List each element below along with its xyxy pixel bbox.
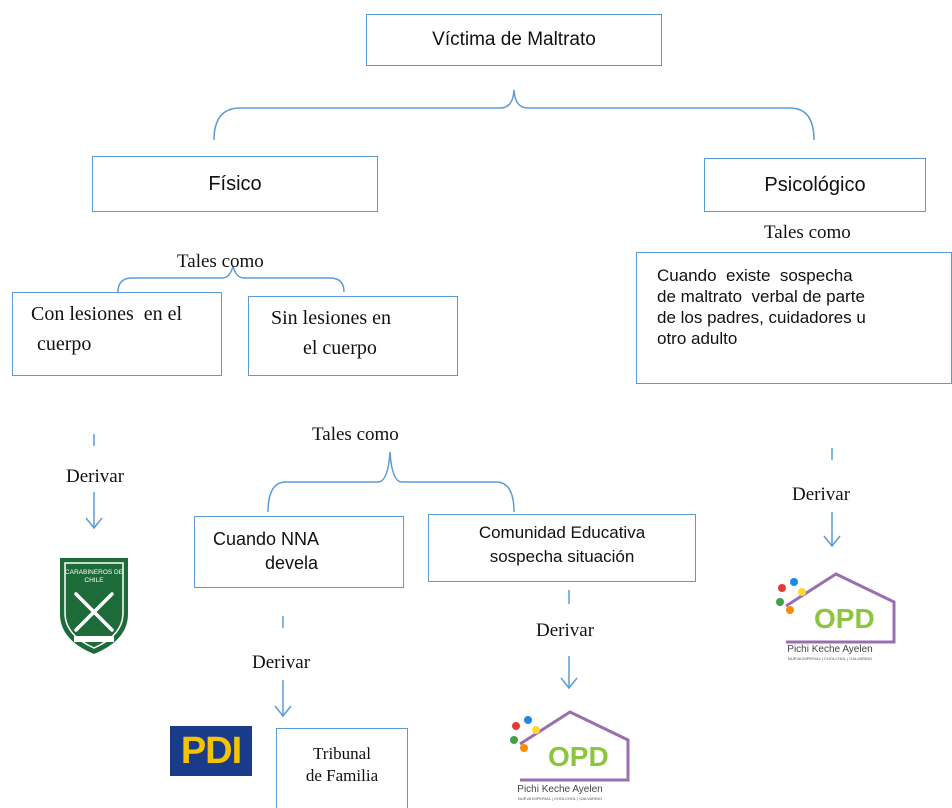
derivar-left-label: Derivar bbox=[66, 466, 125, 487]
psicologico-label: Psicológico bbox=[764, 173, 866, 196]
psico-desc-line-2: de maltrato verbal de parte bbox=[657, 287, 865, 306]
svg-text:Pichi Keche Ayelen: Pichi Keche Ayelen bbox=[787, 644, 872, 655]
psico-desc-line-3: de los padres, cuidadores u bbox=[657, 308, 866, 327]
psicologico-tales-como: Tales como bbox=[764, 222, 851, 243]
svg-text:NUEVA IMPERIAL | CHOLCHOL | GA: NUEVA IMPERIAL | CHOLCHOL | GALVARINO bbox=[518, 796, 602, 801]
pdi-logo: PDI bbox=[170, 726, 252, 776]
psico-desc-line-1: Cuando existe sospecha bbox=[657, 266, 853, 285]
carabineros-logo: CARABINEROS DE CHILE bbox=[60, 558, 128, 654]
svg-text:OPD: OPD bbox=[814, 603, 875, 634]
fisico-label: Físico bbox=[208, 172, 262, 195]
tribunal-line-1: Tribunal bbox=[313, 744, 371, 763]
root-node: Víctima de Maltrato bbox=[366, 14, 662, 66]
sin-lesiones-line-1: Sin lesiones en bbox=[271, 307, 391, 329]
con-lesiones-line-2: cuerpo bbox=[37, 333, 92, 355]
middle-tales-como: Tales como bbox=[312, 424, 399, 445]
svg-text:NUEVA IMPERIAL | CHOLCHOL | GA: NUEVA IMPERIAL | CHOLCHOL | GALVARINO bbox=[788, 656, 872, 661]
pdi-logo-text: PDI bbox=[180, 729, 242, 772]
svg-text:CARABINEROS DE: CARABINEROS DE bbox=[65, 569, 124, 576]
psicologico-description-node: Cuando existe sospecha de maltrato verba… bbox=[636, 252, 952, 384]
psicologico-node: Psicológico bbox=[704, 158, 926, 212]
nna-devela-node: Cuando NNA devela bbox=[194, 516, 404, 588]
fisico-node: Físico bbox=[92, 156, 378, 212]
opd-logo-right: OPD Pichi Keche Ayelen NUEVA IMPERIAL | … bbox=[776, 572, 896, 661]
svg-text:CHILE: CHILE bbox=[84, 577, 104, 584]
comunidad-line-2: sospecha situación bbox=[489, 547, 635, 566]
derivar-comunidad-label: Derivar bbox=[536, 620, 595, 641]
derivar-right-label: Derivar bbox=[792, 484, 851, 505]
derivar-mid-label: Derivar bbox=[252, 652, 311, 673]
nna-line-1: Cuando NNA bbox=[213, 529, 320, 549]
con-lesiones-node: Con lesiones en el cuerpo bbox=[12, 292, 222, 376]
svg-text:OPD: OPD bbox=[548, 741, 609, 772]
comunidad-line-1: Comunidad Educativa bbox=[478, 523, 646, 542]
opd-logo-middle: OPD Pichi Keche Ayelen NUEVA IMPERIAL | … bbox=[510, 710, 630, 801]
psico-desc-line-4: otro adulto bbox=[657, 329, 738, 348]
tribunal-node: Tribunal de Familia bbox=[276, 728, 408, 808]
tribunal-line-2: de Familia bbox=[305, 766, 379, 785]
nna-line-2: devela bbox=[265, 553, 319, 573]
svg-text:Pichi Keche Ayelen: Pichi Keche Ayelen bbox=[517, 784, 602, 795]
con-lesiones-line-1: Con lesiones en el bbox=[31, 303, 183, 325]
fisico-tales-como: Tales como bbox=[177, 251, 264, 272]
comunidad-node: Comunidad Educativa sospecha situación bbox=[428, 514, 696, 582]
root-label: Víctima de Maltrato bbox=[432, 29, 596, 50]
sin-lesiones-node: Sin lesiones en el cuerpo bbox=[248, 296, 458, 376]
sin-lesiones-line-2: el cuerpo bbox=[303, 337, 377, 359]
